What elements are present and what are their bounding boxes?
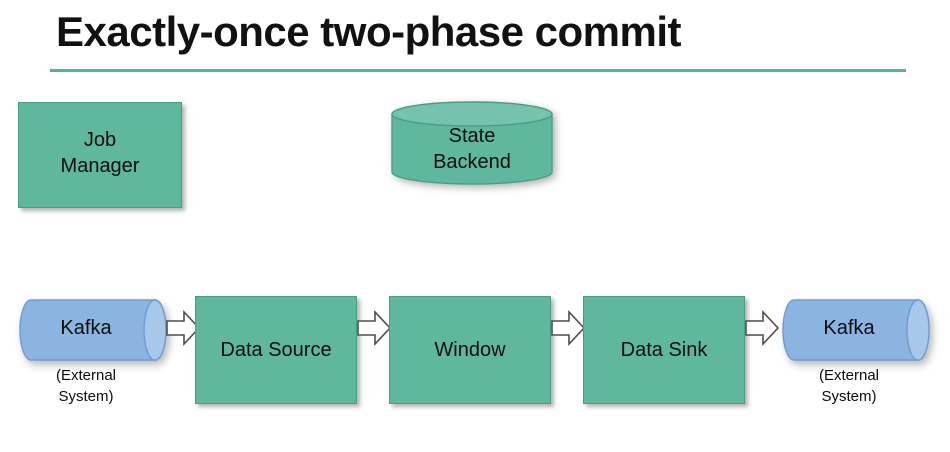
flow-arrow-1: [166, 310, 200, 346]
node-kafka-source-caption: (External System): [55, 367, 117, 405]
node-data-sink-label: Data Sink: [620, 339, 708, 361]
node-kafka-sink[interactable]: Kafka: [782, 299, 930, 361]
node-kafka-sink-caption: (External System): [818, 367, 880, 405]
cylinder-horizontal-icon: [19, 299, 167, 361]
node-state-backend[interactable]: State Backend: [391, 101, 553, 185]
block-arrow-right-icon: [551, 310, 585, 346]
cylinder-vertical-icon: [391, 101, 553, 185]
flow-arrow-3: [551, 310, 585, 346]
block-arrow-right-icon: [357, 310, 391, 346]
node-data-source[interactable]: Data Source: [195, 296, 357, 404]
node-data-sink[interactable]: Data Sink: [583, 296, 745, 404]
page-title: Exactly-once two-phase commit: [56, 8, 682, 55]
flow-arrow-2: [357, 310, 391, 346]
node-job-manager-label: Job Manager: [60, 129, 140, 177]
cylinder-horizontal-icon: [782, 299, 930, 361]
node-window-label: Window: [434, 339, 506, 361]
node-kafka-source[interactable]: Kafka: [19, 299, 167, 361]
node-window[interactable]: Window: [389, 296, 551, 404]
block-arrow-right-icon: [166, 310, 200, 346]
flow-arrow-4: [745, 310, 779, 346]
node-job-manager[interactable]: Job Manager: [18, 102, 182, 208]
node-data-source-label: Data Source: [220, 339, 332, 361]
block-arrow-right-icon: [745, 310, 779, 346]
title-underline-rule: [50, 69, 906, 72]
